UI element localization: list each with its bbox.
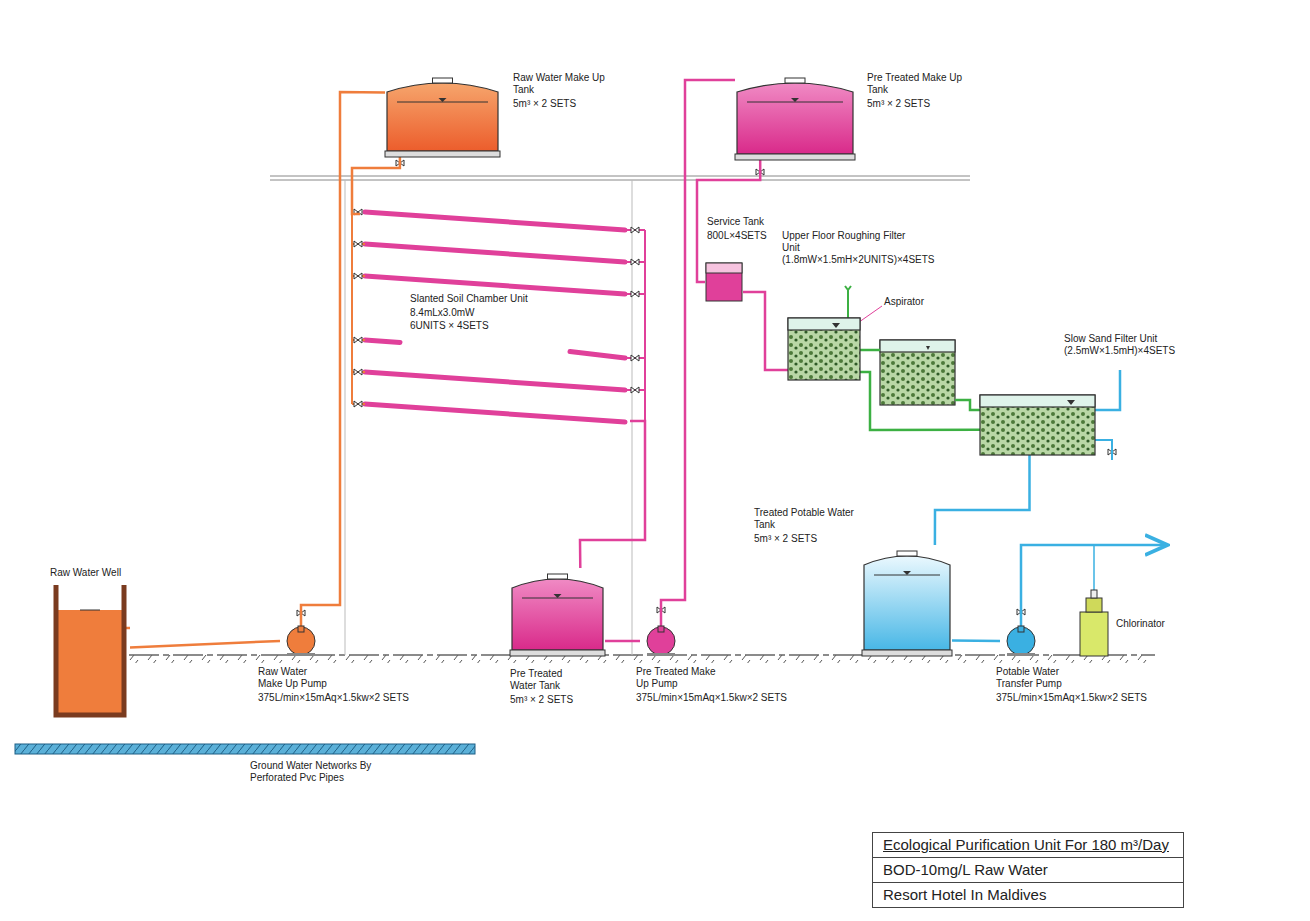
unit-spec: 5m³ × 2 SETS [510,694,573,706]
roughing-filter-shape [788,318,860,380]
unit-name: Slow Sand Filter Unit (2.5mW×1.5mH)×4SET… [1064,333,1224,357]
pipe-line [661,80,735,626]
raw-water-well-shape [50,585,130,715]
soil-chamber-unit: Slanted Soil Chamber Unit 8.4mLx3.0mW6UNI… [360,200,630,435]
raw-water-well: Raw Water Well [50,585,130,715]
title-line: Ecological Purification Unit For 180 m³/… [873,833,1183,858]
raw-water-pump-shape [280,626,322,656]
unit-spec: 5m³ × 2 SETS [754,533,817,545]
raw-water-tank-shape [385,72,500,157]
pipe-line [952,639,1000,642]
pipe-line [605,640,640,643]
roughing-filter: Upper Floor Roughing Filter Unit (1.8mW×… [788,318,860,380]
unit-name: Slanted Soil Chamber Unit [410,293,528,305]
potable-water-tank: Treated Potable Water Tank5m³ × 2 SETS [862,545,952,656]
unit-name: Treated Potable Water Tank [754,507,854,531]
title-block: Ecological Purification Unit For 180 m³/… [872,832,1184,908]
unit-spec: 5m³ × 2 SETS [513,98,576,110]
pre-treated-water-tank: Pre Treated Water Tank5m³ × 2 SETS [510,568,605,656]
chlorinator: Chlorinator [1078,590,1110,656]
unit-name: Potable Water Transfer Pump [996,666,1086,690]
unit-name: Raw Water Make Up Tank [513,72,613,96]
unit-spec: 375L/min×15mAq×1.5kw×2 SETS [258,692,409,704]
pipe-line [935,455,1030,545]
unit-spec: 375L/min×15mAq×1.5kw×2 SETS [636,692,787,704]
valve-symbol [354,369,362,375]
raw-water-pump: Raw Water Make Up Pump375L/min×15mAq×1.5… [280,626,322,656]
valve-symbol [631,387,639,393]
pre-treated-pump: Pre Treated Make Up Pump375L/min×15mAq×1… [640,626,682,656]
valve-symbol [354,401,362,407]
potable-water-tank-shape [862,545,952,656]
unit-name: Service Tank [707,216,764,228]
pre-treated-make-up-tank-shape [735,72,855,160]
title-line: Resort Hotel In Maldives [873,883,1183,908]
unit-name: Pre Treated Make Up Pump [636,666,722,690]
pipe-line [860,372,980,430]
unit-name: Upper Floor Roughing Filter Unit (1.8mW×… [782,230,922,266]
unit-spec: 800L×4SETS [707,230,767,242]
unit-name: Raw Water Make Up Pump [258,666,330,690]
valve-symbol [631,355,639,361]
slow-sand-filter: Slow Sand Filter Unit (2.5mW×1.5mH)×4SET… [980,395,1095,455]
valve-symbol [631,259,639,265]
callout-label: Aspirator [884,296,924,308]
pipe-line [301,92,385,626]
pre-treated-pump-shape [640,626,682,656]
chlorinator-shape [1078,590,1110,656]
unit-spec: 6UNITS × 4SETS [410,320,489,332]
slow-sand-filter-shape [980,395,1095,455]
potable-transfer-pump: Potable Water Transfer Pump375L/min×15mA… [1000,626,1042,656]
service-tank-shape [705,262,743,302]
pipe-line [130,641,280,647]
valve-symbol [631,291,639,297]
unit-spec: 8.4mLx3.0mW [410,307,474,319]
pre-treated-make-up-tank: Pre Treated Make Up Tank5m³ × 2 SETS [735,72,855,160]
pipe-line [580,421,645,568]
pre-treated-water-tank-shape [510,568,605,656]
valve-symbol [354,337,362,343]
raw-water-tank: Raw Water Make Up Tank5m³ × 2 SETS [385,72,500,157]
note-label: Ground Water Networks By Perforated Pvc … [250,760,390,784]
unit-name: Pre Treated Water Tank [510,668,590,692]
pipe-line [743,292,788,370]
title-line: BOD-10mg/L Raw Water [873,858,1183,883]
unit-name: Pre Treated Make Up Tank [867,72,967,96]
unit-spec: 375L/min×15mAq×1.5kw×2 SETS [996,692,1147,704]
valve-symbol [631,227,639,233]
service-tank: Service Tank800L×4SETS [705,262,743,302]
unit-name: Raw Water Well [50,567,121,579]
valve-symbol [354,273,362,279]
unit-spec: 5m³ × 2 SETS [867,98,930,110]
valve-symbol [354,241,362,247]
unit-name: Chlorinator [1116,618,1165,630]
pipe-line [352,157,400,214]
potable-transfer-pump-shape [1000,626,1042,656]
